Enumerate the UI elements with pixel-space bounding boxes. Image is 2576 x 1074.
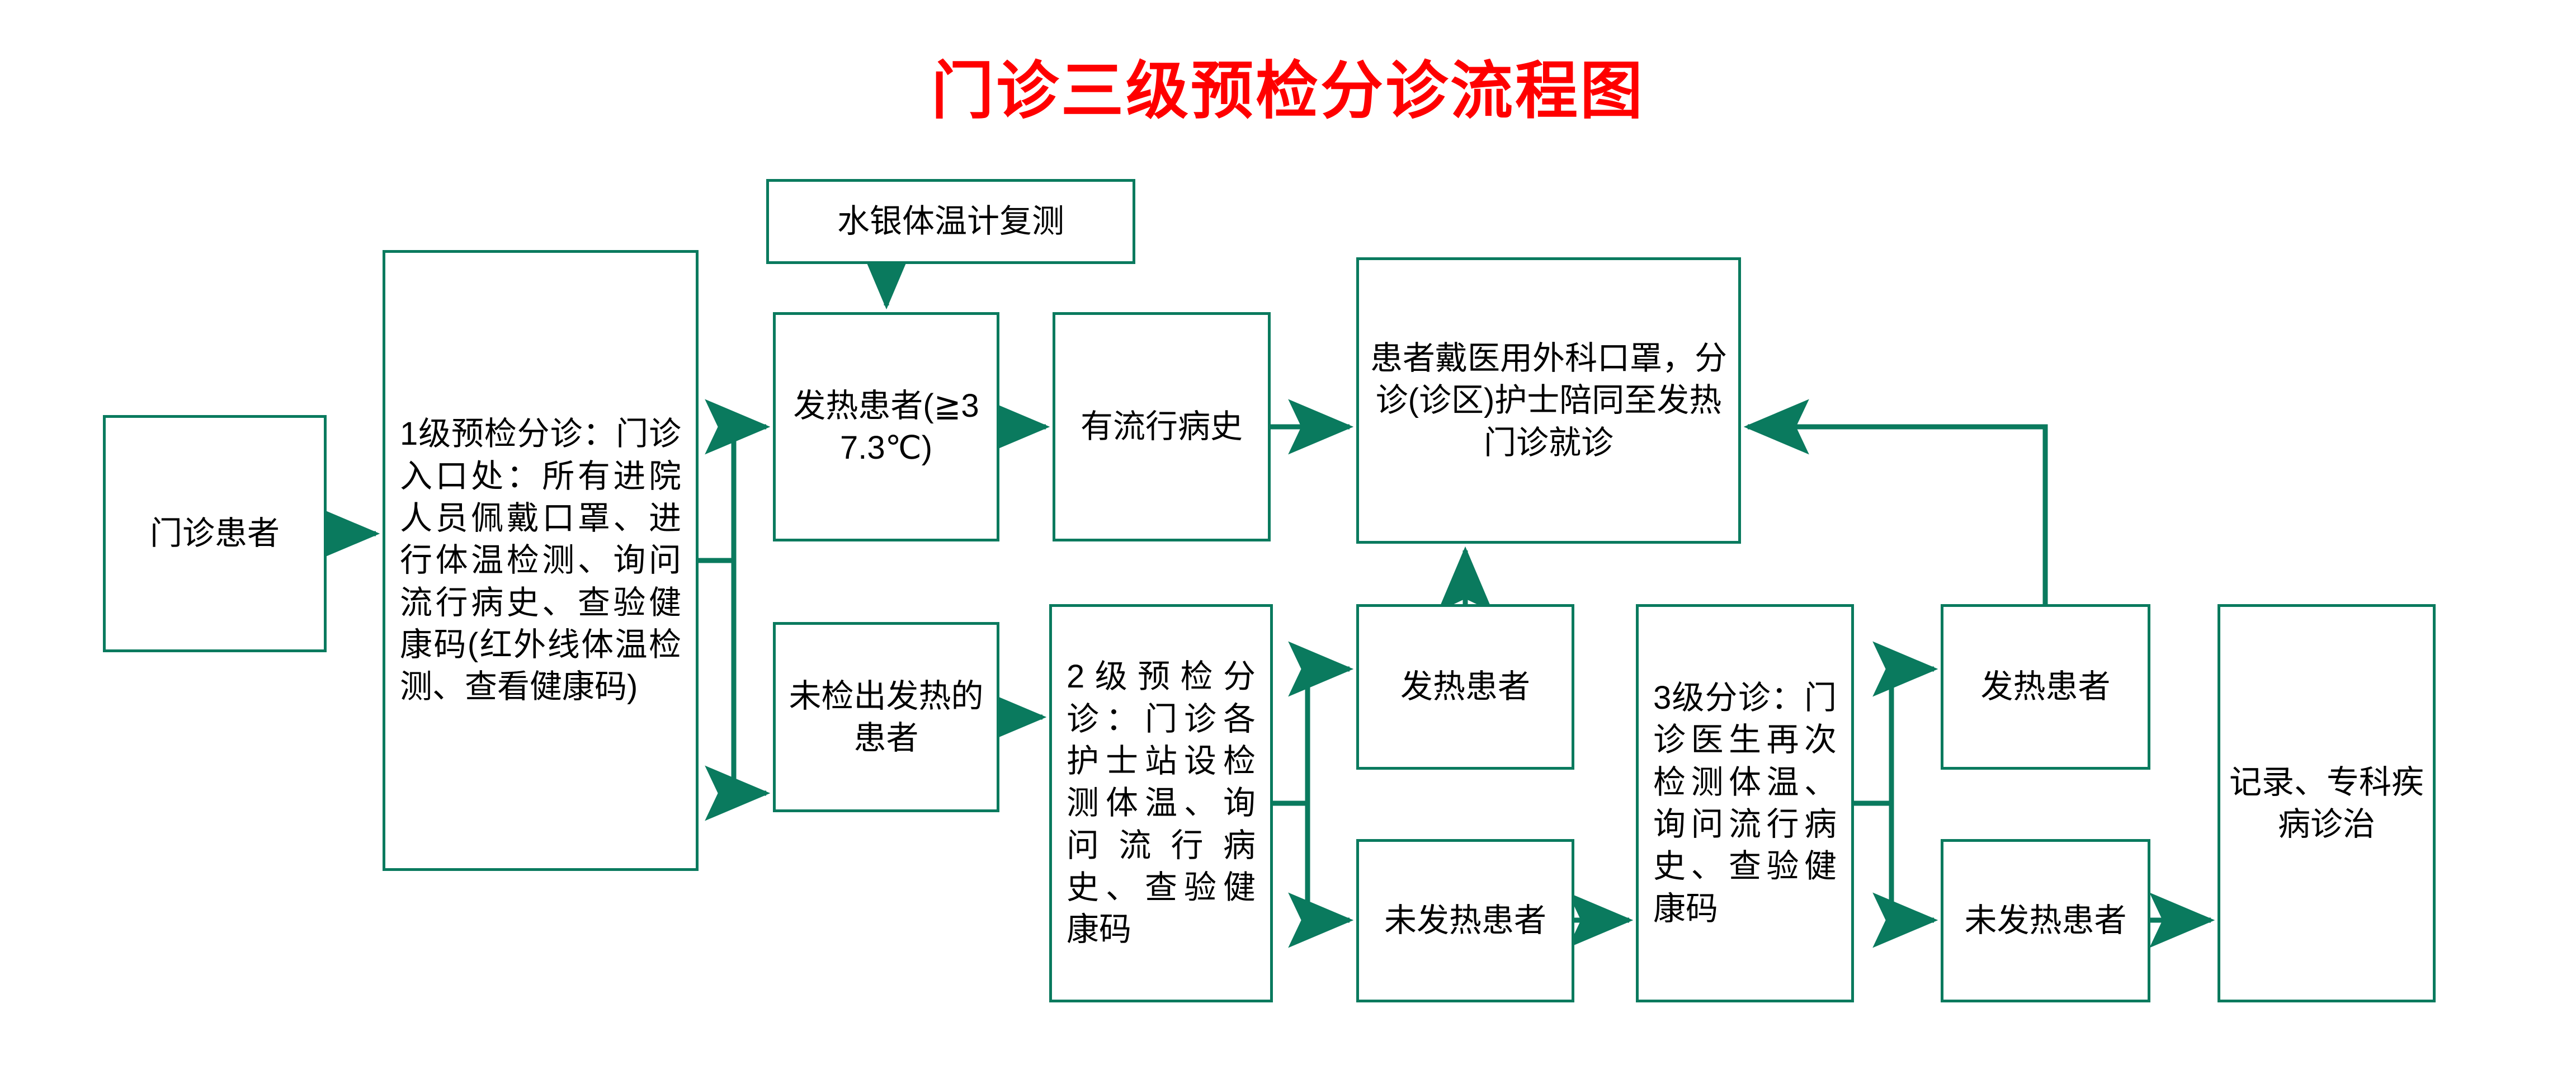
node-label: 发热患者 — [1980, 668, 2111, 705]
node-label: 未检出发热的患者 — [789, 677, 984, 756]
node-escort-to-fever-clinic[interactable]: 患者戴医用外科口罩，分诊(诊区)护士陪同至发热门诊就诊 — [1356, 257, 1741, 544]
page-title: 门诊三级预检分诊流程图 — [931, 56, 1645, 126]
node-outpatient-patient[interactable]: 门诊患者 — [103, 415, 327, 652]
node-label: 门诊患者 — [149, 515, 280, 552]
node-label: 2级预检分诊：门诊各护士站设检测体温、询问流行病史、查验健康码 — [1067, 658, 1256, 948]
node-no-fever-detected-patient[interactable]: 未检出发热的患者 — [773, 622, 999, 812]
node-level1-pre-triage[interactable]: 1级预检分诊：门诊入口处：所有进院人员佩戴口罩、进行体温检测、询问流行病史、查验… — [383, 250, 699, 871]
node-no-fever-patient-level3[interactable]: 未发热患者 — [1941, 839, 2150, 1002]
edge-fever3-to-dispatch — [1743, 399, 2048, 604]
node-label: 有流行病史 — [1080, 408, 1243, 445]
node-level2-pre-triage[interactable]: 2级预检分诊：门诊各护士站设检测体温、询问流行病史、查验健康码 — [1049, 604, 1273, 1002]
node-fever-patient-level2[interactable]: 发热患者 — [1356, 604, 1574, 770]
node-label: 未发热患者 — [1964, 902, 2127, 939]
node-label: 发热患者(≧37.3℃) — [793, 387, 979, 466]
node-level3-triage[interactable]: 3级分诊：门诊医生再次检测体温、询问流行病史、查验健康码 — [1636, 604, 1854, 1002]
node-label: 水银体温计复测 — [837, 203, 1064, 240]
node-fever-patient-level3[interactable]: 发热患者 — [1941, 604, 2150, 770]
node-label: 3级分诊：门诊医生再次检测体温、询问流行病史、查验健康码 — [1653, 679, 1837, 927]
node-fever-patient-threshold[interactable]: 发热患者(≧37.3℃) — [773, 312, 999, 541]
node-label: 记录、专科疾病诊治 — [2229, 764, 2424, 842]
node-epidemic-history[interactable]: 有流行病史 — [1053, 312, 1271, 541]
node-record-and-specialist-treatment[interactable]: 记录、专科疾病诊治 — [2218, 604, 2436, 1002]
node-label: 1级预检分诊：门诊入口处：所有进院人员佩戴口罩、进行体温检测、询问流行病史、查验… — [400, 416, 681, 705]
node-mercury-thermometer-recheck[interactable]: 水银体温计复测 — [766, 179, 1135, 264]
node-label: 未发热患者 — [1384, 902, 1546, 939]
node-label: 发热患者 — [1400, 668, 1530, 705]
node-no-fever-patient-level2[interactable]: 未发热患者 — [1356, 839, 1574, 1002]
node-label: 患者戴医用外科口罩，分诊(诊区)护士陪同至发热门诊就诊 — [1370, 340, 1727, 461]
